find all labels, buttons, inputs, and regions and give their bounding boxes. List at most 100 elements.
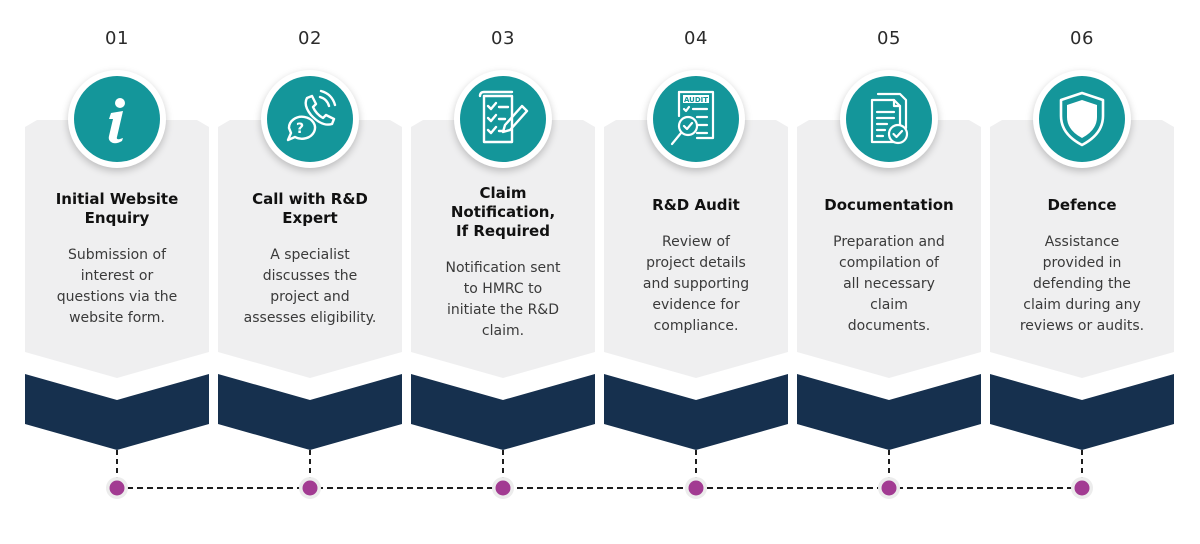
step-title-line: Enquiry (84, 209, 150, 227)
step-icon-circle (454, 70, 552, 168)
step-description-line: claim. (481, 323, 525, 339)
step-title: Defence (1000, 196, 1164, 215)
step-description-line: Assistance (1044, 234, 1120, 250)
step-description-line: compilation of (839, 255, 939, 271)
step-title-line: Initial Website (55, 190, 179, 208)
step-title-line: Claim (479, 184, 527, 202)
step-description-line: Notification sent (445, 260, 561, 276)
step-description: Preparation and compilation of all necessa… (805, 232, 973, 337)
timeline-dot (302, 480, 318, 496)
info-icon (74, 76, 160, 162)
timeline (106, 450, 1093, 499)
step-description-line: website form. (69, 310, 165, 326)
step-card (604, 120, 788, 378)
step-icon-circle (840, 70, 938, 168)
step-chevron (25, 374, 209, 450)
step-description-line: Preparation and (833, 234, 945, 250)
step-description: Notification sent to HMRC to initiate the … (419, 258, 587, 342)
step-title-line: If Required (456, 222, 550, 240)
step-description-line: claim during any (1023, 297, 1141, 313)
step-card-shape (604, 120, 788, 450)
step-description-line: reviews or audits. (1019, 318, 1145, 334)
step-description-line: discusses the (262, 268, 358, 284)
svg-text:?: ? (296, 121, 304, 137)
shield-icon (1039, 76, 1125, 162)
step-description-line: A specialist (270, 247, 350, 263)
step-number: 06 (1070, 28, 1094, 49)
step-description: A specialist discusses the project and asse… (226, 245, 394, 329)
step-title-line: Documentation (824, 196, 954, 214)
step-title-line: R&D Audit (652, 196, 740, 214)
step-description-line: all necessary (843, 276, 935, 292)
step-description-line: Submission of (67, 247, 167, 263)
timeline-dot (688, 480, 704, 496)
step-card-shape (797, 120, 981, 450)
step-card-shape (218, 120, 402, 450)
step-icon-circle: ? (261, 70, 359, 168)
step-number: 01 (105, 28, 129, 49)
step-card (411, 120, 595, 378)
timeline-dot (881, 480, 897, 496)
step-card (990, 120, 1174, 378)
step-description-line: compliance. (653, 318, 739, 334)
step-title: R&D Audit (614, 196, 778, 215)
step-number: 05 (877, 28, 901, 49)
step-description-line: claim (870, 297, 908, 313)
checklist-pen-icon (460, 76, 546, 162)
step-number: 04 (684, 28, 708, 49)
step-description-line: defending the (1033, 276, 1131, 292)
step-description-line: questions via the (56, 289, 178, 305)
step-title-line: Defence (1047, 196, 1117, 214)
step-description-line: assesses eligibility. (243, 310, 377, 326)
step-description-line: provided in (1042, 255, 1122, 271)
step-number: 03 (491, 28, 515, 49)
step-icon-circle (68, 70, 166, 168)
step-chevron (411, 374, 595, 450)
audit-icon-label: AUDIT (684, 96, 708, 104)
step-card (797, 120, 981, 378)
audit-icon: AUDIT (653, 76, 739, 162)
step-chevron (797, 374, 981, 450)
timeline-dot (495, 480, 511, 496)
step-icon-circle: AUDIT (647, 70, 745, 168)
step-title-line: Expert (282, 209, 338, 227)
step-description-line: Review of (662, 234, 730, 250)
step-card-shape (25, 120, 209, 450)
documents-icon (846, 76, 932, 162)
step-card (25, 120, 209, 378)
step-description-line: project and (270, 289, 350, 305)
step-chevron (604, 374, 788, 450)
timeline-dot (1074, 480, 1090, 496)
step-number: 02 (298, 28, 322, 49)
step-card (218, 120, 402, 378)
step-description-line: interest or (80, 268, 154, 284)
step-title-line: Call with R&D (252, 190, 368, 208)
step-description-line: project details (646, 255, 746, 271)
step-description-line: to HMRC to (463, 281, 543, 297)
step-card-shape (411, 120, 595, 450)
step-description: Review of project details and supporting ev… (612, 232, 780, 337)
step-description-line: evidence for (652, 297, 740, 313)
step-title-line: Notification, (450, 203, 556, 221)
step-description-line: and supporting (642, 276, 750, 292)
step-chevron (218, 374, 402, 450)
timeline-dot (109, 480, 125, 496)
step-description-line: documents. (847, 318, 931, 334)
step-card-shape (990, 120, 1174, 450)
step-icon-circle (1033, 70, 1131, 168)
step-description: Submission of interest or questions via th… (33, 245, 201, 329)
step-description-line: initiate the R&D (446, 302, 559, 318)
step-chevron (990, 374, 1174, 450)
step-title: Documentation (807, 196, 971, 215)
step-description: Assistance provided in defending the claim … (998, 232, 1166, 337)
